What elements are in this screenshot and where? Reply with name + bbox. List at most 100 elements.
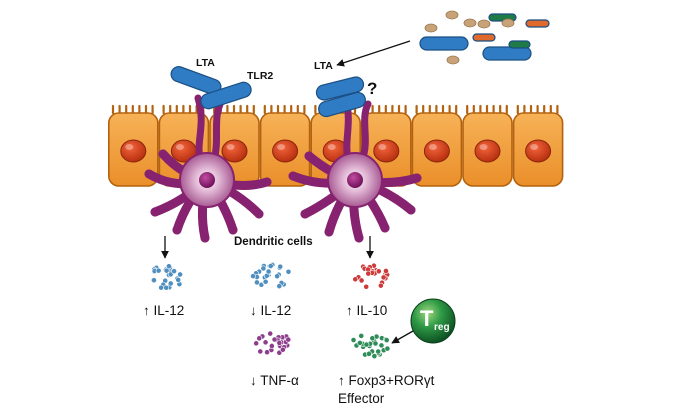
cytokine-dot — [371, 353, 378, 360]
cytokine-dot — [375, 348, 382, 355]
cytokine-dot — [383, 337, 390, 344]
bacterium-coccus — [424, 23, 438, 33]
cytokine-dot — [163, 267, 170, 274]
cytokine-dot — [375, 268, 382, 275]
cytokine-dot — [352, 276, 359, 283]
bacterium-coccus — [501, 18, 515, 28]
dendritic-cells-group — [144, 94, 422, 243]
epithelial-cell — [411, 104, 463, 187]
cytokine-dot — [260, 265, 267, 272]
cytokine-dot — [276, 340, 283, 346]
cytokine-dot — [363, 341, 370, 348]
dendritic-cell-nucleus — [347, 172, 363, 188]
cytokine-dot — [253, 340, 260, 347]
nucleus-highlight — [125, 144, 134, 150]
treg-cell — [410, 298, 456, 344]
cytokine-dot — [356, 340, 363, 346]
epithelial-cell — [259, 104, 311, 187]
cytokine-dot — [384, 345, 391, 352]
cytokine-dot — [377, 282, 384, 289]
dendrite-projection — [194, 94, 205, 164]
dendrite-tip — [172, 225, 182, 235]
dendrite-projection — [358, 100, 372, 164]
cytokine-dot — [277, 263, 284, 270]
dendrite-tip — [200, 233, 210, 243]
cytokine-dot — [274, 273, 280, 280]
cytokine-dot — [151, 277, 157, 284]
cytokine-dot — [372, 340, 379, 347]
il12-down-cluster — [250, 261, 292, 290]
bacterium-green — [508, 40, 531, 49]
epithelial-nucleus — [221, 139, 248, 163]
bacteria-cluster — [419, 10, 550, 65]
cytokine-dot — [262, 339, 269, 346]
nucleus-highlight — [479, 144, 488, 150]
cytokine-dot — [383, 268, 389, 274]
bacterium-blue — [482, 46, 532, 61]
cytokine-dot — [279, 346, 286, 353]
tlr2-receptor-lower — [318, 91, 366, 118]
foxp3-label: ↑ Foxp3+RORγt — [338, 373, 435, 388]
il12-up-label: ↑ IL-12 — [143, 303, 185, 318]
nucleus-highlight — [175, 144, 184, 150]
cytokine-clusters — [150, 261, 391, 360]
cytokine-dot — [166, 263, 172, 270]
cytokine-dot — [155, 267, 162, 274]
cytokine-dot — [380, 274, 387, 281]
epithelial-nucleus — [423, 139, 450, 163]
cytokine-dot — [250, 273, 256, 280]
tnfa-down-label: ↓ TNF-α — [250, 373, 299, 388]
dendrite-tip — [406, 205, 416, 215]
il10-up-cluster — [352, 262, 391, 290]
nucleus-highlight — [327, 144, 336, 150]
cytokine-dot — [358, 333, 365, 339]
arrows — [161, 40, 414, 344]
dendritic-cells-label: Dendritic cells — [234, 236, 313, 248]
dendrite-tip — [262, 177, 272, 187]
tlr2-receptors — [170, 66, 366, 118]
epithelial-nucleus — [373, 139, 400, 163]
dendrite-tip — [380, 223, 390, 233]
epithelial-nucleus — [525, 139, 552, 163]
epithelial-nucleus — [272, 139, 299, 163]
epithelial-cell — [108, 104, 159, 187]
cytokine-dot — [158, 284, 165, 291]
dendritic-cell-nucleus — [199, 172, 215, 188]
cytokine-dot — [264, 349, 270, 356]
dendrite-tip — [354, 233, 364, 243]
bacterium-orange — [525, 19, 550, 28]
dendrite-tip — [150, 207, 160, 217]
bacterium-coccus — [477, 19, 491, 29]
cytokine-dot — [363, 283, 370, 290]
nucleus-highlight — [277, 144, 286, 150]
bacterium-coccus — [445, 10, 459, 20]
dendrite-tip — [300, 209, 310, 219]
cytokine-dot — [175, 277, 182, 283]
dendrite-tip — [144, 169, 154, 179]
cytokine-dot — [366, 350, 372, 357]
cytokine-dot — [285, 268, 292, 275]
il10-up-label: ↑ IL-10 — [346, 303, 388, 318]
epithelial-cell — [462, 104, 513, 187]
cytokine-dot — [271, 336, 278, 343]
cytokine-dot — [256, 335, 263, 342]
bacterium-coccus — [463, 18, 477, 28]
dendrite-tip — [288, 171, 298, 181]
cytokine-dot — [267, 330, 274, 337]
cytokine-dot — [285, 336, 292, 343]
lta-label-right: LTA — [314, 60, 333, 72]
cytokine-dot — [171, 268, 177, 275]
epithelial-nucleus — [120, 139, 147, 163]
cytokine-dot — [177, 271, 183, 278]
dendrite-tip — [158, 149, 168, 159]
tlr2-receptor-lower — [200, 81, 252, 110]
cytokine-dot — [167, 280, 174, 287]
cytokine-dot — [365, 270, 372, 277]
effector-label: Effector — [338, 391, 385, 406]
dendrite-tip — [324, 227, 334, 237]
bacterium-blue — [419, 36, 469, 51]
cytokine-dot — [262, 278, 269, 285]
nucleus-highlight — [378, 144, 387, 150]
cytokine-dot — [163, 284, 170, 291]
